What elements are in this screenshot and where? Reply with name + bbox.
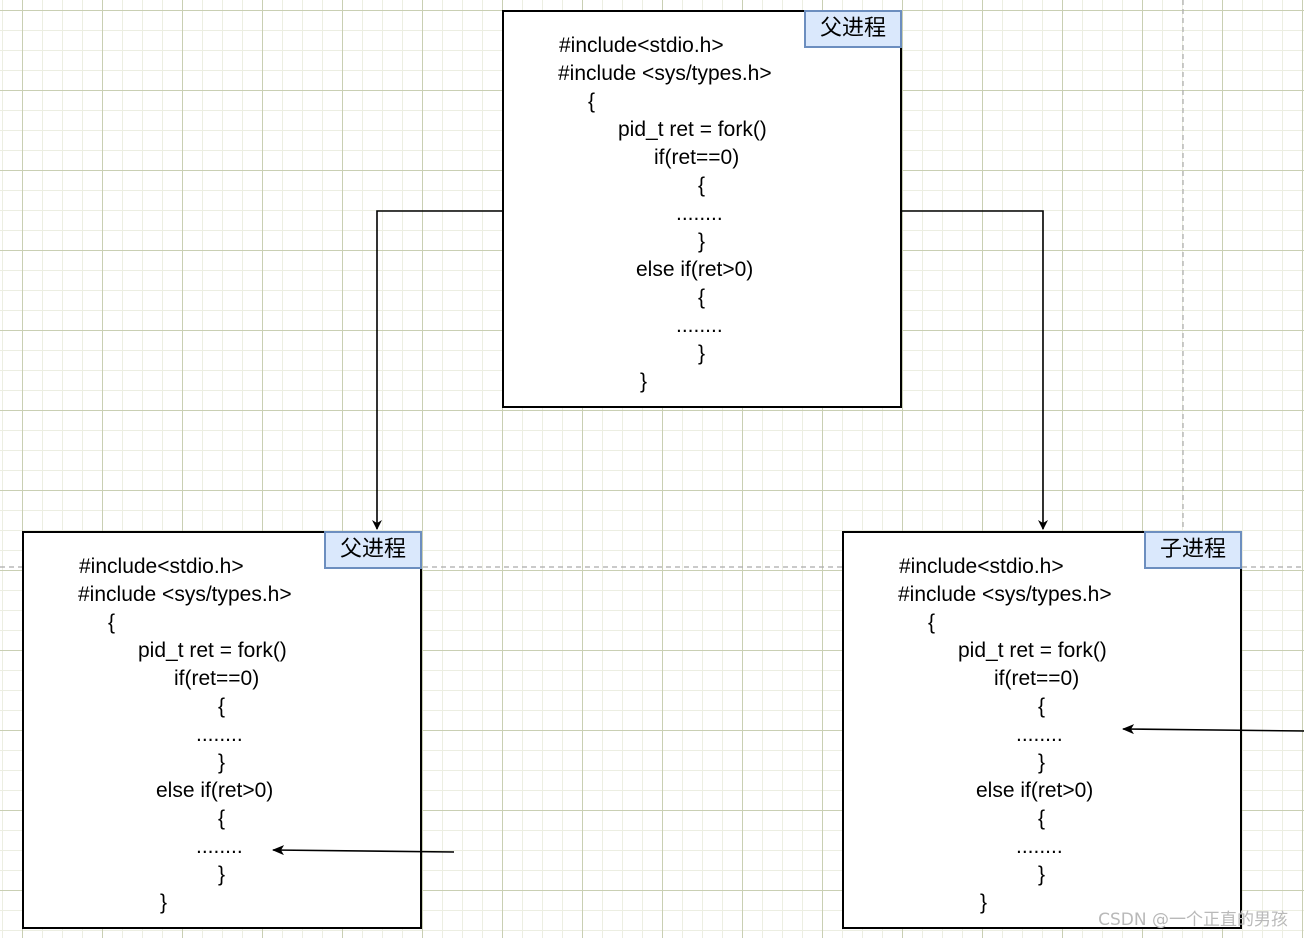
code-line: } [218,751,226,774]
code-line: else if(ret>0) [636,258,754,281]
code-line: #include<stdio.h> [899,555,1064,578]
code-line: { [108,611,116,634]
code-line: pid_t ret = fork() [618,118,767,141]
code-line: #include <sys/types.h> [898,583,1112,606]
code-line: } [980,891,988,914]
code-line: } [218,863,226,886]
code-line: } [160,891,168,914]
code-box-child-process[interactable]: #include<stdio.h> #include <sys/types.h>… [842,531,1242,929]
code-line: { [1038,807,1046,830]
fork-arrow-to-child[interactable] [902,210,1048,530]
process-tag-parent: 父进程 [324,531,422,569]
code-line: else if(ret>0) [156,779,274,802]
code-line: pid_t ret = fork() [958,639,1107,662]
code-line: { [928,611,936,634]
code-line: #include <sys/types.h> [558,62,772,85]
code-line: ........ [196,723,243,746]
code-box-parent-process[interactable]: #include<stdio.h> #include <sys/types.h>… [22,531,422,929]
code-line: } [1038,751,1046,774]
code-line: } [640,370,648,393]
fork-arrow-to-parent[interactable] [372,210,502,530]
process-tag-child: 子进程 [1144,531,1242,569]
code-line: { [1038,695,1046,718]
code-line: } [698,342,706,365]
code-line: { [218,807,226,830]
code-line: { [218,695,226,718]
code-block-left: #include<stdio.h> #include <sys/types.h>… [24,533,420,927]
code-line: ........ [196,835,243,858]
code-block-right: #include<stdio.h> #include <sys/types.h>… [844,533,1240,927]
process-tag-parent: 父进程 [804,10,902,48]
code-line: else if(ret>0) [976,779,1094,802]
code-box-original-parent[interactable]: #include<stdio.h> #include <sys/types.h>… [502,10,902,408]
code-line: ........ [676,314,723,337]
code-line: } [1038,863,1046,886]
code-line: } [698,230,706,253]
code-line: if(ret==0) [174,667,260,690]
code-line: ........ [1016,835,1063,858]
code-line: if(ret==0) [994,667,1080,690]
code-line: { [698,286,706,309]
code-line: ........ [676,202,723,225]
watermark: CSDN @一个正直的男孩 [1098,910,1288,930]
code-line: ........ [1016,723,1063,746]
code-block-top: #include<stdio.h> #include <sys/types.h>… [504,12,900,406]
code-line: { [698,174,706,197]
code-line: { [588,90,596,113]
code-line: #include<stdio.h> [559,34,724,57]
code-line: #include <sys/types.h> [78,583,292,606]
code-line: if(ret==0) [654,146,740,169]
code-line: pid_t ret = fork() [138,639,287,662]
code-line: #include<stdio.h> [79,555,244,578]
